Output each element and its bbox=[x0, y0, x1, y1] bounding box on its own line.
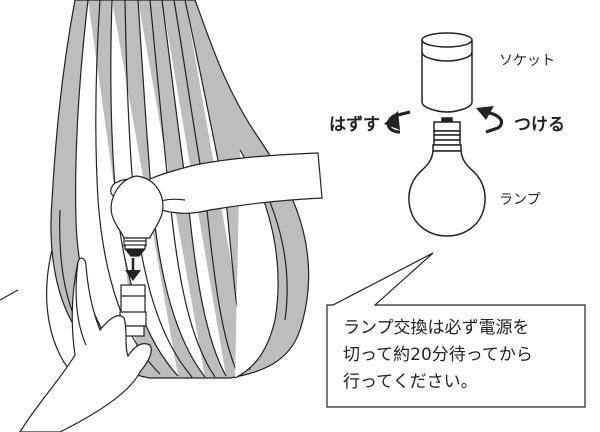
note-line-3: 行ってください。 bbox=[343, 372, 478, 392]
remove-label: はずす bbox=[329, 115, 380, 135]
lamp-label: ランプ bbox=[499, 192, 541, 208]
rotate-left-arrow-icon bbox=[384, 110, 411, 134]
edge-line bbox=[0, 289, 19, 301]
warning-callout: ランプ交換は必ず電源を 切って約20分待ってから 行ってください。 bbox=[326, 252, 586, 408]
lower-hand bbox=[19, 257, 152, 432]
held-bulb bbox=[110, 175, 164, 257]
socket-label: ソケット bbox=[499, 53, 555, 69]
rotate-right-arrow-icon bbox=[476, 106, 504, 134]
note-line-1: ランプ交換は必ず電源を bbox=[343, 318, 530, 338]
socket-drawing bbox=[421, 32, 473, 113]
bulb-drawing bbox=[408, 117, 486, 237]
down-arrow-icon bbox=[125, 258, 141, 281]
note-line-2: 切って約20分待ってから bbox=[343, 345, 533, 365]
attach-label: つける bbox=[514, 115, 565, 135]
